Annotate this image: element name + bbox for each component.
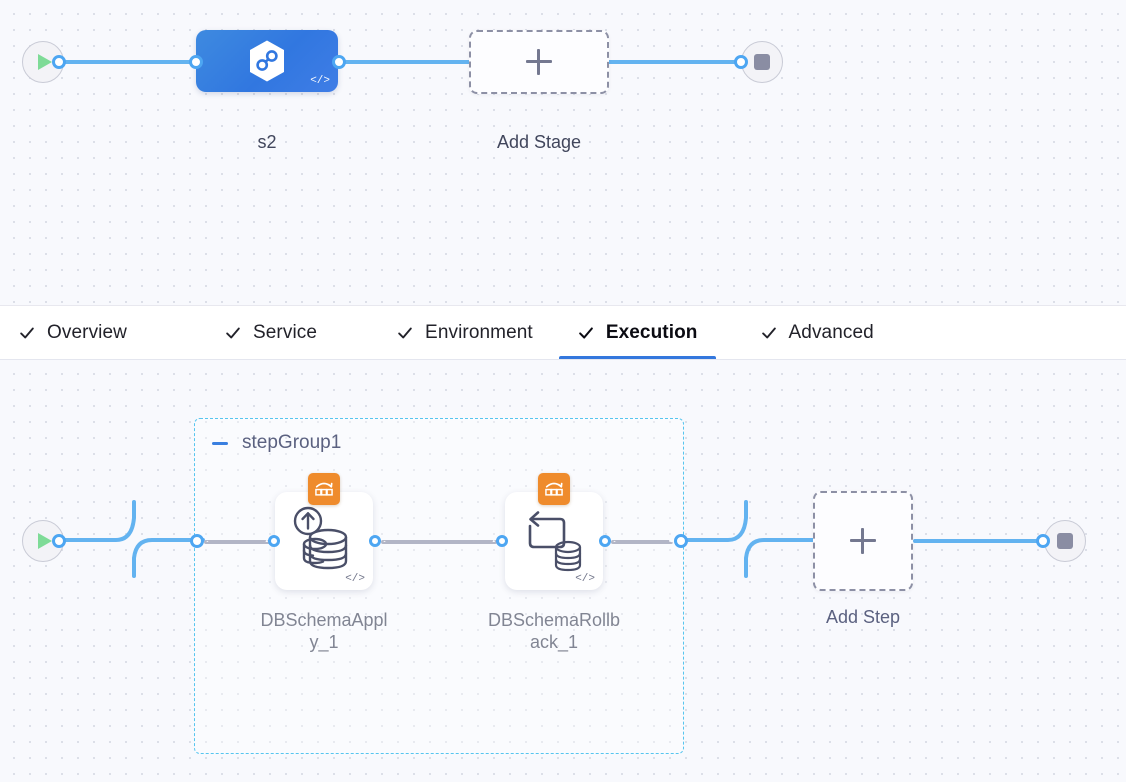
step1-input-port[interactable] <box>268 535 280 547</box>
play-icon <box>38 533 52 549</box>
link-stage-to-addstage <box>336 60 476 64</box>
template-icon <box>308 473 340 505</box>
link-group-to-step1 <box>204 540 270 544</box>
link-start-to-group <box>56 500 205 578</box>
add-stage-button[interactable] <box>469 30 609 94</box>
tab-advanced-label: Advanced <box>788 321 874 343</box>
stage-label: s2 <box>257 132 277 152</box>
step1-label: DBSchemaAppl y_1 <box>260 610 388 652</box>
tab-advanced[interactable]: Advanced <box>760 306 874 359</box>
harness-cd-icon <box>250 40 284 82</box>
step-node-dbschemaapply[interactable]: </> <box>275 473 373 590</box>
check-icon <box>398 327 412 338</box>
group-input-port[interactable] <box>190 534 204 548</box>
execution-canvas[interactable]: stepGroup1 <box>0 360 1126 782</box>
step1-output-port[interactable] <box>369 535 381 547</box>
tab-overview-label: Overview <box>47 321 127 343</box>
execution-start-output-port[interactable] <box>52 534 66 548</box>
link-group-to-addstep <box>684 500 816 578</box>
step-group-header: stepGroup1 <box>210 432 341 454</box>
add-step-button[interactable] <box>813 491 913 591</box>
check-icon <box>226 327 240 338</box>
minus-icon[interactable] <box>210 433 230 453</box>
stage-node-s2[interactable]: </> <box>196 30 338 92</box>
link-step1-to-step2 <box>381 540 497 544</box>
add-stage-label: Add Stage <box>496 132 582 152</box>
check-icon <box>761 327 776 338</box>
tab-overview[interactable]: Overview <box>18 306 127 359</box>
stage-code-badge[interactable]: </> <box>310 75 330 87</box>
step2-input-port[interactable] <box>496 535 508 547</box>
step2-label: DBSchemaRollb ack_1 <box>487 610 621 652</box>
template-icon <box>538 473 570 505</box>
tab-execution-label: Execution <box>605 321 698 343</box>
tab-service[interactable]: Service <box>224 306 317 359</box>
stop-icon <box>754 54 770 70</box>
db-schema-apply-icon <box>293 506 348 570</box>
check-icon <box>578 326 593 339</box>
tab-environment-label: Environment <box>425 321 533 343</box>
add-step-label: Add Step <box>825 607 901 627</box>
step-node-dbschemarollback[interactable]: </> <box>505 473 603 590</box>
stage-canvas[interactable]: </> s2 Add Stage <box>0 0 1126 305</box>
execution-end-input-port[interactable] <box>1036 534 1050 548</box>
link-addstage-to-end <box>606 60 746 64</box>
check-icon <box>20 327 34 338</box>
link-step2-to-groupexit <box>611 540 673 544</box>
db-schema-rollback-icon <box>528 511 582 572</box>
step-group-title: stepGroup1 <box>242 432 342 453</box>
step1-code-badge[interactable]: </> <box>345 573 365 585</box>
link-addstep-to-end <box>913 539 1043 543</box>
start-output-port[interactable] <box>52 55 66 69</box>
step-group-container[interactable] <box>194 418 684 754</box>
end-input-port[interactable] <box>734 55 748 69</box>
execution-end-node[interactable] <box>1044 520 1086 562</box>
group-output-port[interactable] <box>674 534 688 548</box>
play-icon <box>38 54 52 70</box>
tab-execution[interactable]: Execution <box>558 306 716 359</box>
plus-icon <box>526 49 552 75</box>
stage-output-port[interactable] <box>332 55 346 69</box>
step2-output-port[interactable] <box>599 535 611 547</box>
link-start-to-stage <box>56 60 206 64</box>
tab-service-label: Service <box>252 321 318 343</box>
stop-icon <box>1057 533 1073 549</box>
stage-input-port[interactable] <box>189 55 203 69</box>
plus-icon <box>850 528 876 554</box>
step2-code-badge[interactable]: </> <box>575 573 595 585</box>
stage-config-tabs[interactable]: Overview Service Environment Execution A… <box>0 305 1126 360</box>
tab-environment[interactable]: Environment <box>396 306 533 359</box>
